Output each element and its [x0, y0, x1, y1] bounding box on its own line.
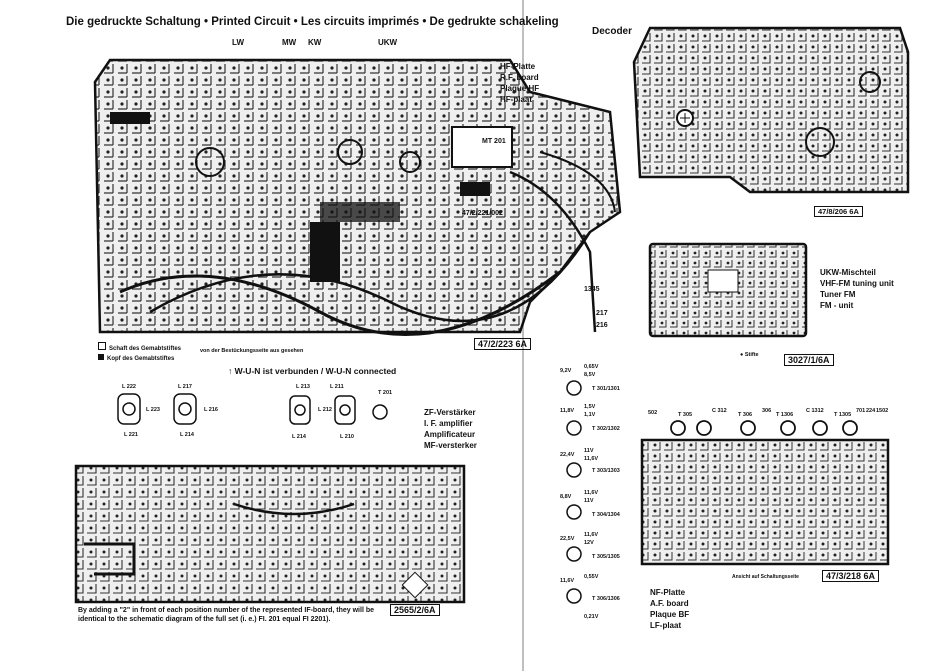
t4-v2: 11,6V [584, 490, 599, 496]
t6-v3: 0,21V [584, 614, 599, 620]
t4-v1: 8,8V [560, 494, 572, 500]
transistor-t201: T 201 [378, 390, 393, 396]
wun-note-text: W-U-N ist verbunden / W-U-N connected [234, 366, 397, 376]
t5-id: T 305/1305 [592, 554, 620, 560]
af-top-label-6: T 1306 [776, 412, 794, 418]
if-label-line-3: Amplificateur [424, 430, 476, 439]
coil-l211: L 211 [330, 384, 344, 390]
t2-v2: 1,5V [584, 404, 596, 410]
t6-v2: 0,55V [584, 574, 599, 580]
connector-216: 216 [596, 322, 608, 329]
t2-v3: 1,1V [584, 412, 596, 418]
band-label-lw: LW [232, 38, 244, 47]
if-part-number: 2565/2/6A [390, 604, 440, 616]
connector-1345: 1345 [584, 286, 600, 293]
decoder-board-drawing [630, 22, 912, 202]
if-label-line-4: MF-versterker [424, 441, 477, 450]
coil-l212: L 212 [318, 407, 332, 413]
hf-inner-part-number: 47/2/221/002 [462, 210, 503, 217]
af-top-label-4: T 306 [738, 412, 753, 418]
vhf-part-number: 3027/1/6A [784, 354, 834, 366]
band-label-ukw: UKW [378, 38, 398, 47]
coil-l222: L 222 [122, 384, 136, 390]
t1-v2: 0,65V [584, 364, 599, 370]
hf-part-number: 47/2/223 6A [474, 338, 532, 350]
if-note: By adding a "2" in front of each positio… [78, 607, 374, 623]
t1-v1: 9,2V [560, 368, 572, 374]
if-board-drawing [74, 464, 466, 604]
vhf-label-line-2: VHF-FM tuning unit [820, 279, 894, 288]
t4-v3: 11V [584, 498, 594, 504]
af-label-line-3: Plaque BF [650, 610, 690, 619]
band-label-mw: MW [282, 38, 297, 47]
vhf-tuner-board-drawing [648, 240, 808, 340]
switch-legend-line-1: Schaft des Gemabtstiftes [109, 346, 182, 352]
af-top-label-2: T 305 [678, 412, 693, 418]
t5-v1: 22,5V [560, 536, 575, 542]
t4-id: T 304/1304 [592, 512, 620, 518]
coil-l214: L 214 [180, 432, 194, 438]
af-top-label-10: 224 [866, 408, 876, 414]
hf-board-drawing [90, 52, 630, 342]
t6-v1: 11,6V [560, 578, 575, 584]
t3-v3: 11,6V [584, 456, 599, 462]
vhf-label-line-1: UKW-Mischteil [820, 268, 876, 277]
af-top-label-1: 502 [648, 410, 658, 416]
vhf-label-line-4: FM - unit [820, 301, 854, 310]
coil-l214b: L 214 [292, 434, 306, 440]
t3-v2: 11V [584, 448, 594, 454]
hf-label-line-4: HF-plaat [500, 95, 532, 104]
coil-l213: L 213 [296, 384, 310, 390]
switch-legend-line-2: Kopf des Gemabtstiftes [107, 356, 175, 362]
af-label-line-1: NF-Platte [650, 588, 686, 597]
transistor-column [552, 370, 642, 625]
af-top-label-7: C 1312 [806, 408, 824, 414]
t1-v3: 8,5V [584, 372, 596, 378]
hf-label-line-3: Plaque HF [500, 84, 540, 93]
af-top-label-3: C 312 [712, 408, 727, 414]
coil-l210: L 210 [340, 434, 354, 440]
t6-id: T 306/1306 [592, 596, 620, 602]
vhf-marker-label: Stifte [744, 352, 759, 358]
mt201-label: MT 201 [482, 138, 506, 145]
af-view-note: Ansicht auf Schaltungsseite [732, 574, 799, 580]
connector-217: 217 [596, 310, 608, 317]
coil-diagrams [110, 384, 400, 444]
af-part-number: 47/3/218 6A [822, 570, 880, 582]
coil-l221: L 221 [124, 432, 138, 438]
af-top-label-9: 701 [856, 408, 866, 414]
vhf-label-line-3: Tuner FM [820, 290, 856, 299]
t5-v2: 11,6V [584, 532, 599, 538]
if-label-line-1: ZF-Verstärker [424, 408, 476, 417]
pin-dot-icon: ● [740, 352, 745, 358]
if-label-line-2: I. F. amplifier [424, 419, 473, 428]
af-top-label-8: T 1305 [834, 412, 852, 418]
coil-l217: L 217 [178, 384, 192, 390]
page-fold [522, 0, 524, 671]
t2-v1: 11,8V [560, 408, 575, 414]
arrow-up-icon: ↑ [228, 366, 235, 376]
t2-id: T 302/1302 [592, 426, 620, 432]
hf-label-line-2: R.F. board [500, 73, 539, 82]
t1-id: T 301/1301 [592, 386, 620, 392]
page-title: Die gedruckte Schaltung • Printed Circui… [66, 16, 559, 28]
af-top-label-5: 306 [762, 408, 772, 414]
decoder-part-number: 47/8/206 6A [814, 206, 863, 217]
af-top-label-11: 1502 [876, 408, 889, 414]
band-label-kw: KW [308, 38, 322, 47]
t5-v3: 12V [584, 540, 594, 546]
switch-legend-suffix: von der Bestückungsseite aus gesehen [200, 348, 304, 354]
switch-legend: Schaft des Gemabtstiftes Kopf des Gemabt… [98, 342, 181, 364]
coil-l216: L 216 [204, 407, 218, 413]
af-label-line-2: A.F. board [650, 599, 689, 608]
af-board-drawing [640, 420, 890, 570]
t3-v1: 22,4V [560, 452, 575, 458]
coil-l223: L 223 [146, 407, 160, 413]
decoder-label: Decoder [592, 26, 633, 37]
hf-label-line-1: HF-Platte [500, 62, 536, 71]
af-label-line-4: LF-plaat [650, 621, 682, 630]
t3-id: T 303/1303 [592, 468, 620, 474]
vhf-marker-text: ● Stifte [740, 352, 759, 358]
wun-note: ↑ W-U-N ist verbunden / W-U-N connected [228, 366, 396, 376]
